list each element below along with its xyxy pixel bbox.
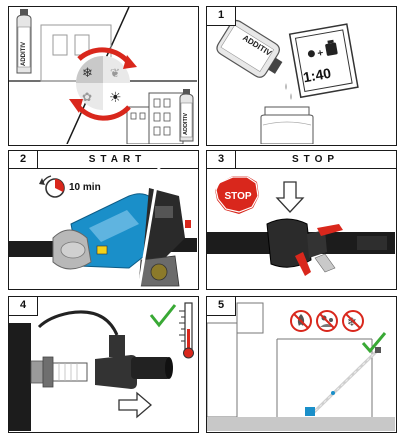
mix-illustration: + — [216, 19, 359, 144]
panel-header: 3 STOP — [207, 151, 396, 169]
storage-illustration: ❄ ❦ ✿ ☀ — [9, 7, 197, 144]
check-icon — [361, 332, 387, 354]
no-fire-icon — [290, 310, 312, 332]
remove-direction-arrow-icon — [118, 391, 152, 419]
step-number: 2 — [9, 151, 38, 168]
svg-text:❄: ❄ — [347, 315, 357, 329]
panel-step-3-stop: 3 STOP STOP — [206, 150, 397, 290]
stop-sign-label: STOP — [224, 191, 252, 202]
panel-step-2-start: 2 START 10 min — [8, 150, 199, 290]
panel-step-4: 4 — [8, 296, 199, 433]
storage-position-illustration: ❄ — [207, 302, 395, 431]
panel-storage: ❄ ❦ ✿ ☀ ADDITIV ADDITIV — [8, 6, 199, 146]
panel-step-5: 5 ❄ — [206, 296, 397, 433]
additive-bottle-right — [179, 89, 194, 142]
warmup-duration: 10 min — [69, 182, 101, 193]
stop-sign-icon — [215, 176, 259, 214]
stop-illustration — [207, 176, 395, 276]
additive-bottle-left — [16, 9, 32, 74]
timer-icon — [39, 175, 65, 198]
spark-plug-illustration — [9, 302, 194, 431]
panel-header: 2 START — [9, 151, 198, 169]
no-children-icon — [316, 310, 338, 332]
fuel-jar — [260, 106, 314, 144]
start-illustration — [9, 168, 197, 288]
step-title: START — [88, 154, 147, 165]
leaf-icon: ❦ — [110, 66, 120, 80]
step-title: STOP — [291, 154, 340, 165]
step-number: 4 — [9, 297, 38, 316]
sun-icon: ☀ — [109, 89, 122, 105]
step-number: 3 — [207, 151, 236, 168]
additive-bottle-pouring — [216, 19, 283, 78]
flower-icon: ✿ — [82, 90, 92, 104]
check-icon — [149, 304, 177, 328]
additive-bottle-left-label: ADDITIV — [21, 42, 27, 66]
additive-bottle-right-label: ADDITIV — [183, 113, 189, 135]
snowflake-icon: ❄ — [82, 65, 93, 80]
step-number: 1 — [207, 7, 236, 26]
panel-step-1: 1 + ADDITIV 1:40 — [206, 6, 397, 146]
thermometer-icon — [179, 302, 194, 359]
press-down-arrow-icon — [275, 181, 305, 213]
no-frost-icon: ❄ — [342, 310, 364, 332]
step-number: 5 — [207, 297, 236, 316]
seasons-wheel: ❄ ❦ ✿ ☀ — [69, 47, 137, 121]
svg-text:+: + — [317, 48, 325, 60]
